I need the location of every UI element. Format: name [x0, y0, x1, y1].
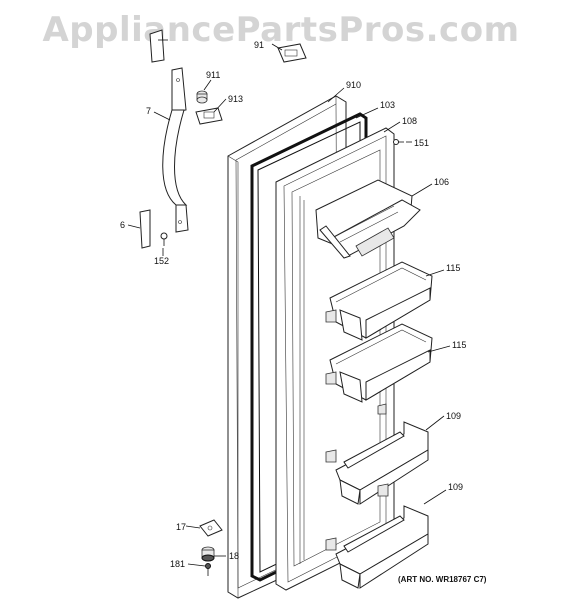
screw-181	[205, 563, 211, 576]
callout-103: 103	[380, 100, 395, 110]
leader-lines	[127, 39, 451, 567]
callout-151: 151	[414, 138, 429, 148]
callout-91: 91	[254, 40, 264, 50]
hinge-pad	[195, 107, 223, 125]
callout-109-lower: 109	[448, 482, 463, 492]
bottom-hinge-bracket	[199, 519, 223, 537]
callout-115-upper: 115	[446, 263, 460, 273]
callout-913: 913	[228, 94, 243, 104]
door-bin-upper	[325, 261, 433, 341]
door-shelf-lower	[325, 505, 429, 589]
callout-106: 106	[434, 177, 449, 187]
top-hinge-bracket	[149, 29, 307, 63]
door-bin-middle	[325, 323, 433, 415]
watermark: AppliancePartsPros.com	[42, 10, 520, 50]
callout-7: 7	[146, 106, 151, 116]
dairy-compartment	[315, 179, 421, 259]
callout-17: 17	[176, 522, 186, 532]
art-number: (ART NO. WR18767 C7)	[398, 575, 487, 584]
handle-end-cap	[139, 209, 151, 249]
callout-109-upper: 109	[446, 411, 461, 421]
callout-152: 152	[154, 256, 169, 266]
callout-108: 108	[402, 116, 417, 126]
door-handle	[162, 67, 189, 233]
hinge-bushing	[201, 546, 215, 562]
callout-115-lower: 115	[452, 340, 466, 350]
screw-151	[393, 139, 404, 145]
callout-6: 6	[120, 220, 125, 230]
hinge-cam	[196, 90, 208, 104]
callout-181: 181	[170, 559, 185, 569]
callout-labels: 91 7 6 152 911 913 910 103 108 151 106 1…	[120, 40, 466, 569]
callout-911: 911	[206, 70, 220, 80]
door-shelf-upper	[325, 421, 429, 505]
callout-18: 18	[229, 551, 239, 561]
screw-152	[160, 232, 168, 246]
callout-910: 910	[346, 80, 361, 90]
